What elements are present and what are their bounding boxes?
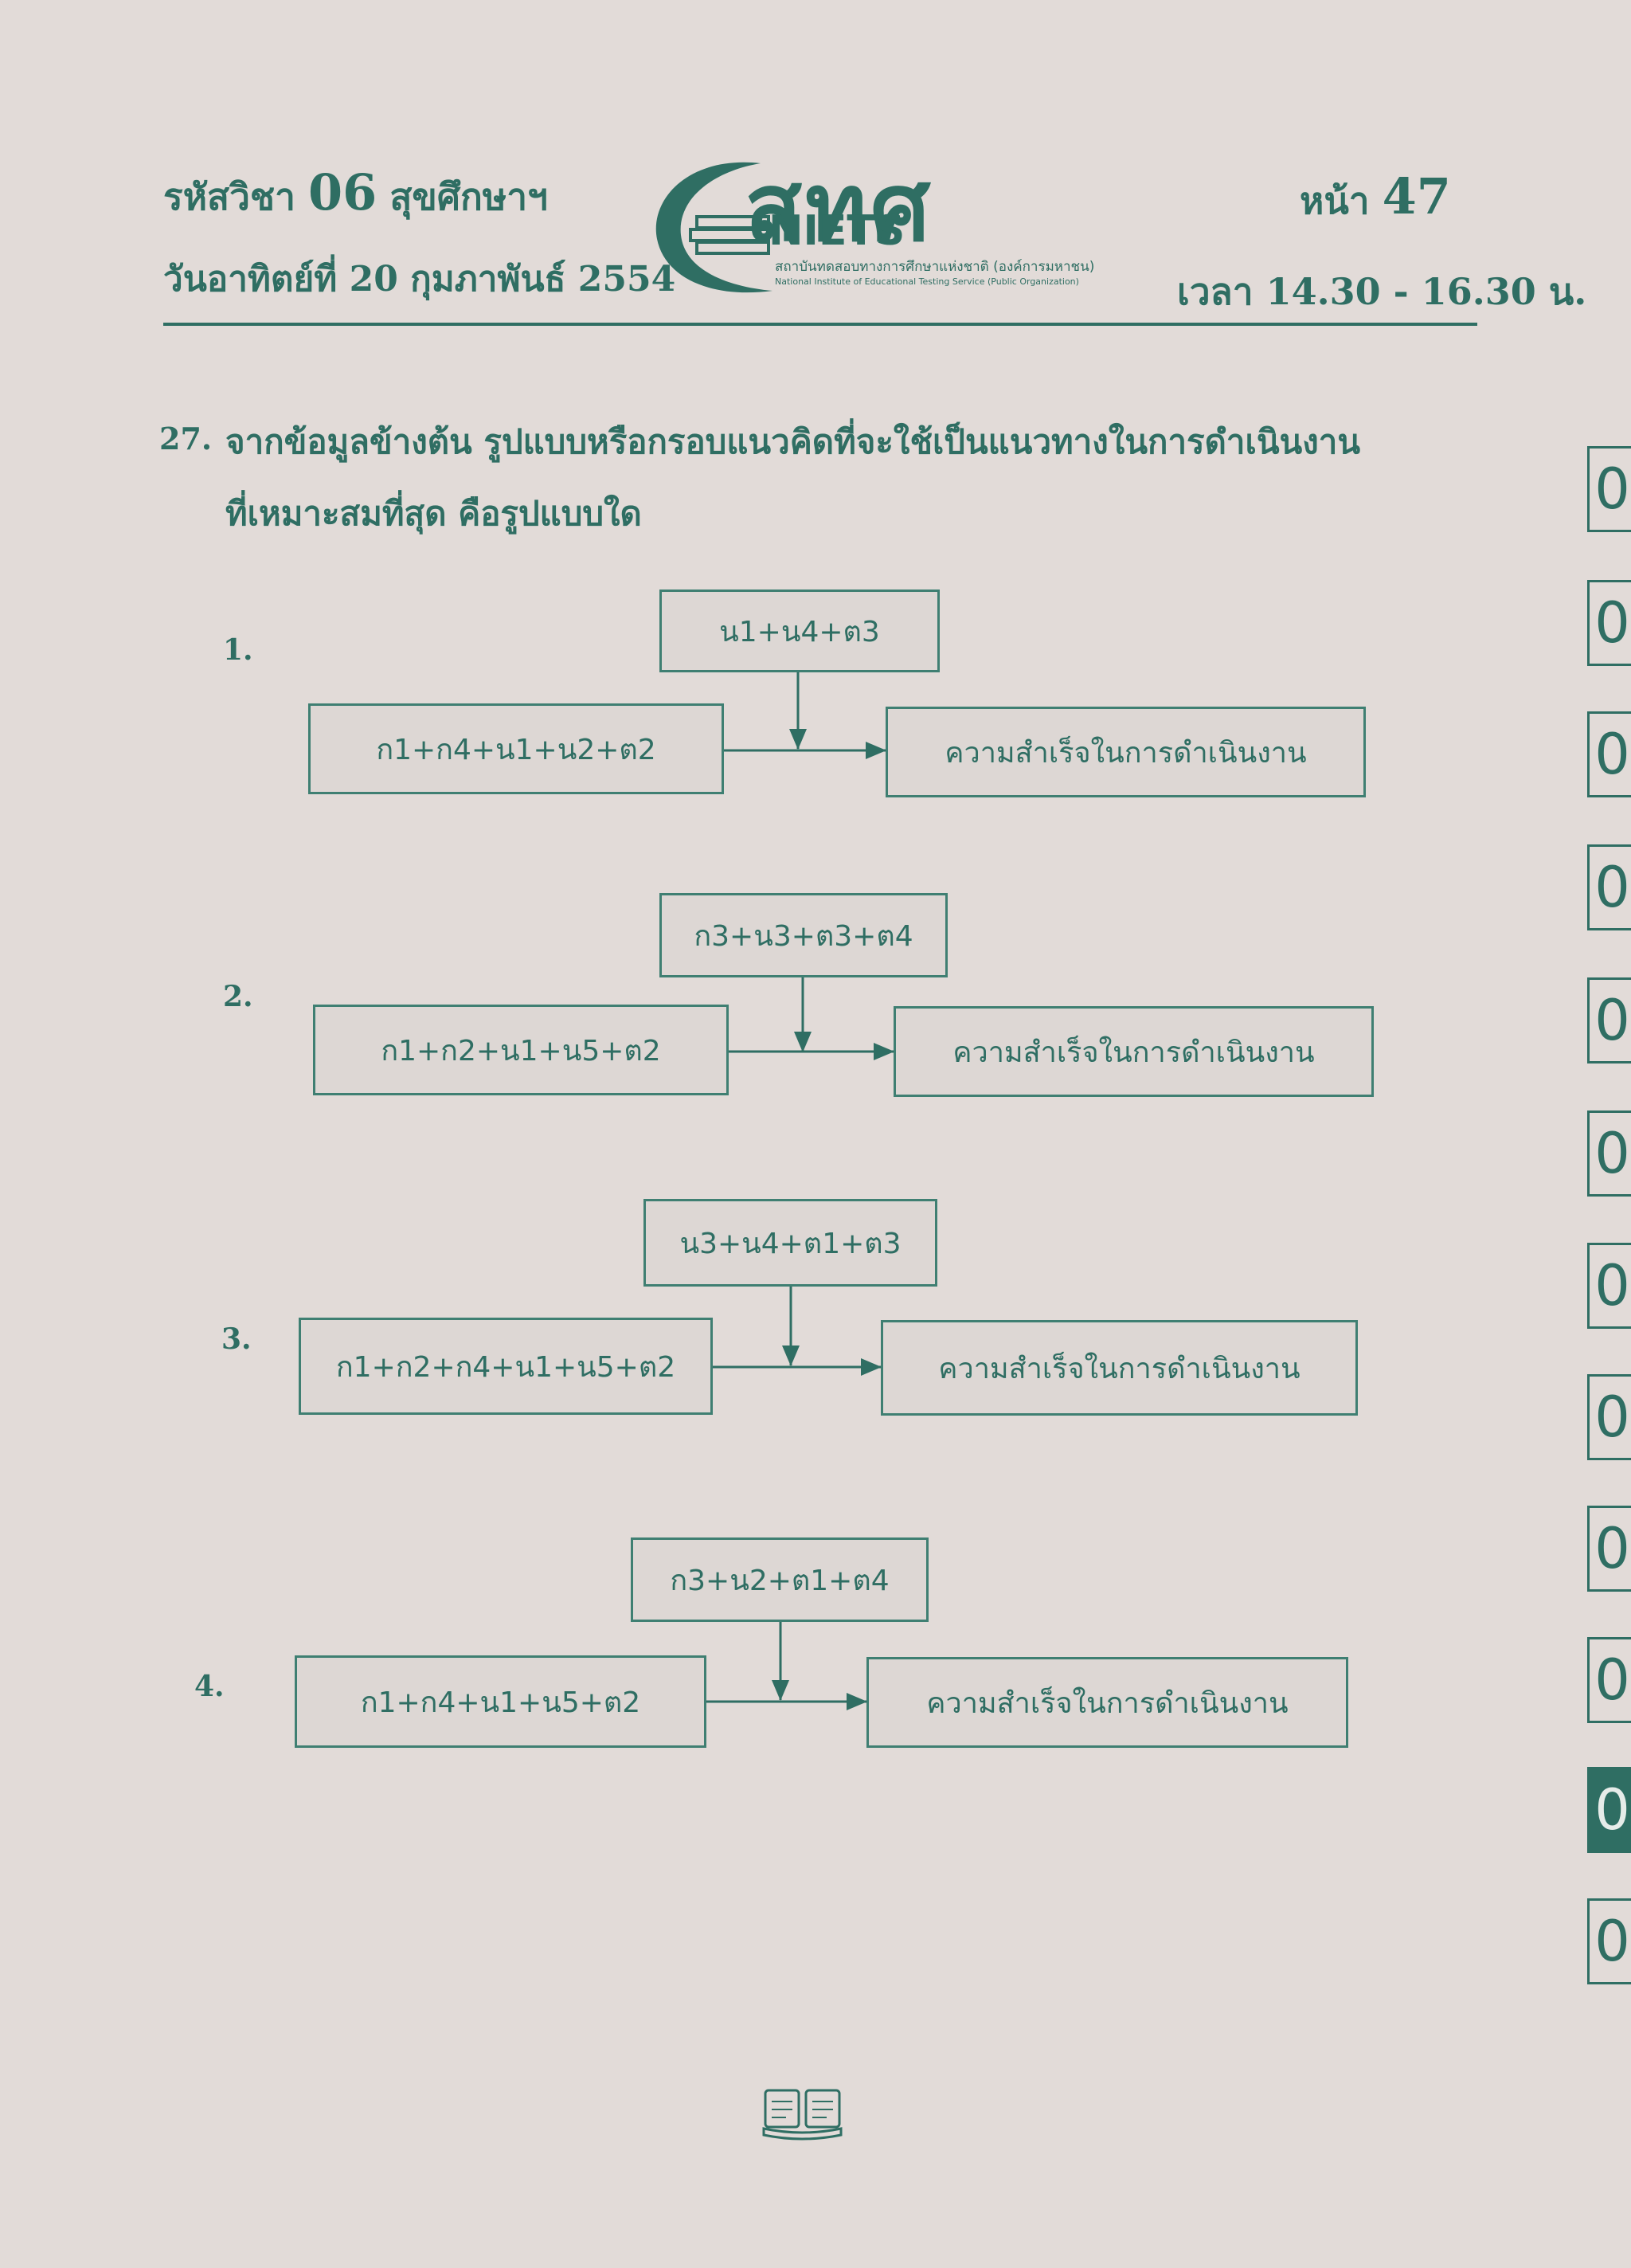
side-tab-5: 0: [1587, 977, 1631, 1063]
side-tab-10: 0: [1587, 1637, 1631, 1723]
header-divider: [163, 323, 1477, 326]
question-text-line1: จากข้อมูลข้างต้น รูปแบบหรือกรอบแนวคิดที่…: [225, 422, 1361, 461]
side-tab-7: 0: [1587, 1243, 1631, 1329]
course-name: สุขศึกษาฯ: [389, 175, 548, 218]
course-code: 06: [308, 163, 377, 221]
side-tab-11-active: 0: [1587, 1767, 1631, 1853]
exam-date: วันอาทิตย์ที่ 20 กุมภาพันธ์ 2554: [163, 259, 676, 300]
option-3-number: 3.: [221, 1322, 252, 1356]
page-number-value: 47: [1382, 167, 1451, 225]
side-tab-6: 0: [1587, 1110, 1631, 1197]
logo-subtitle-english: National Institute of Educational Testin…: [775, 276, 1079, 287]
option-4-left-box: ก1+ก4+น1+น5+ต2: [295, 1655, 706, 1748]
logo-subtitle-thai: สถาบันทดสอบทางการศึกษาแห่งชาติ (องค์การม…: [775, 259, 1095, 275]
option-4-top-box: ก3+น2+ต1+ต4: [631, 1537, 929, 1622]
page-label: หน้า: [1300, 179, 1370, 222]
option-4-result-box: ความสำเร็จในการดำเนินงาน: [866, 1657, 1348, 1748]
option-3-result-box: ความสำเร็จในการดำเนินงาน: [881, 1320, 1358, 1416]
page-number: หน้า 47: [1300, 167, 1451, 230]
logo-english-text: NIETS: [769, 207, 905, 255]
option-3-left-box: ก1+ก2+ก4+น1+น5+ต2: [299, 1318, 713, 1415]
side-tab-12: 0: [1587, 1898, 1631, 1984]
option-1-top-box: น1+น4+ต3: [659, 590, 940, 672]
option-1-left-box: ก1+ก4+น1+น2+ต2: [308, 703, 724, 794]
niets-logo: สทศ NIETS สถาบันทดสอบทางการศึกษาแห่งชาติ…: [641, 151, 1191, 303]
side-tab-9: 0: [1587, 1506, 1631, 1592]
side-tab-3: 0: [1587, 711, 1631, 797]
side-tab-1: 0: [1587, 446, 1631, 532]
side-tab-4: 0: [1587, 844, 1631, 930]
option-4-number: 4.: [194, 1670, 225, 1703]
option-3-top-box: น3+น4+ต1+ต3: [643, 1199, 937, 1287]
course-label: รหัสวิชา: [163, 175, 295, 218]
option-1-number: 1.: [223, 633, 253, 667]
logo-thai-text: สทศ: [745, 152, 933, 262]
option-2-top-box: ก3+น3+ต3+ต4: [659, 893, 948, 977]
logo-swoosh-icon: [655, 162, 772, 293]
option-2-result-box: ความสำเร็จในการดำเนินงาน: [894, 1006, 1374, 1097]
question-text-line2: ที่เหมาะสมที่สุด คือรูปแบบใด: [225, 494, 642, 533]
option-1-result-box: ความสำเร็จในการดำเนินงาน: [886, 707, 1366, 797]
side-tab-2: 0: [1587, 580, 1631, 666]
exam-time: เวลา 14.30 - 16.30 น.: [1177, 270, 1587, 313]
course-info: รหัสวิชา 06 สุขศึกษาฯ: [163, 163, 548, 226]
option-2-number: 2.: [223, 980, 253, 1013]
question-number: 27.: [159, 421, 213, 456]
open-book-icon: [762, 2089, 843, 2141]
side-tab-8: 0: [1587, 1374, 1631, 1460]
option-2-left-box: ก1+ก2+น1+น5+ต2: [313, 1005, 729, 1095]
